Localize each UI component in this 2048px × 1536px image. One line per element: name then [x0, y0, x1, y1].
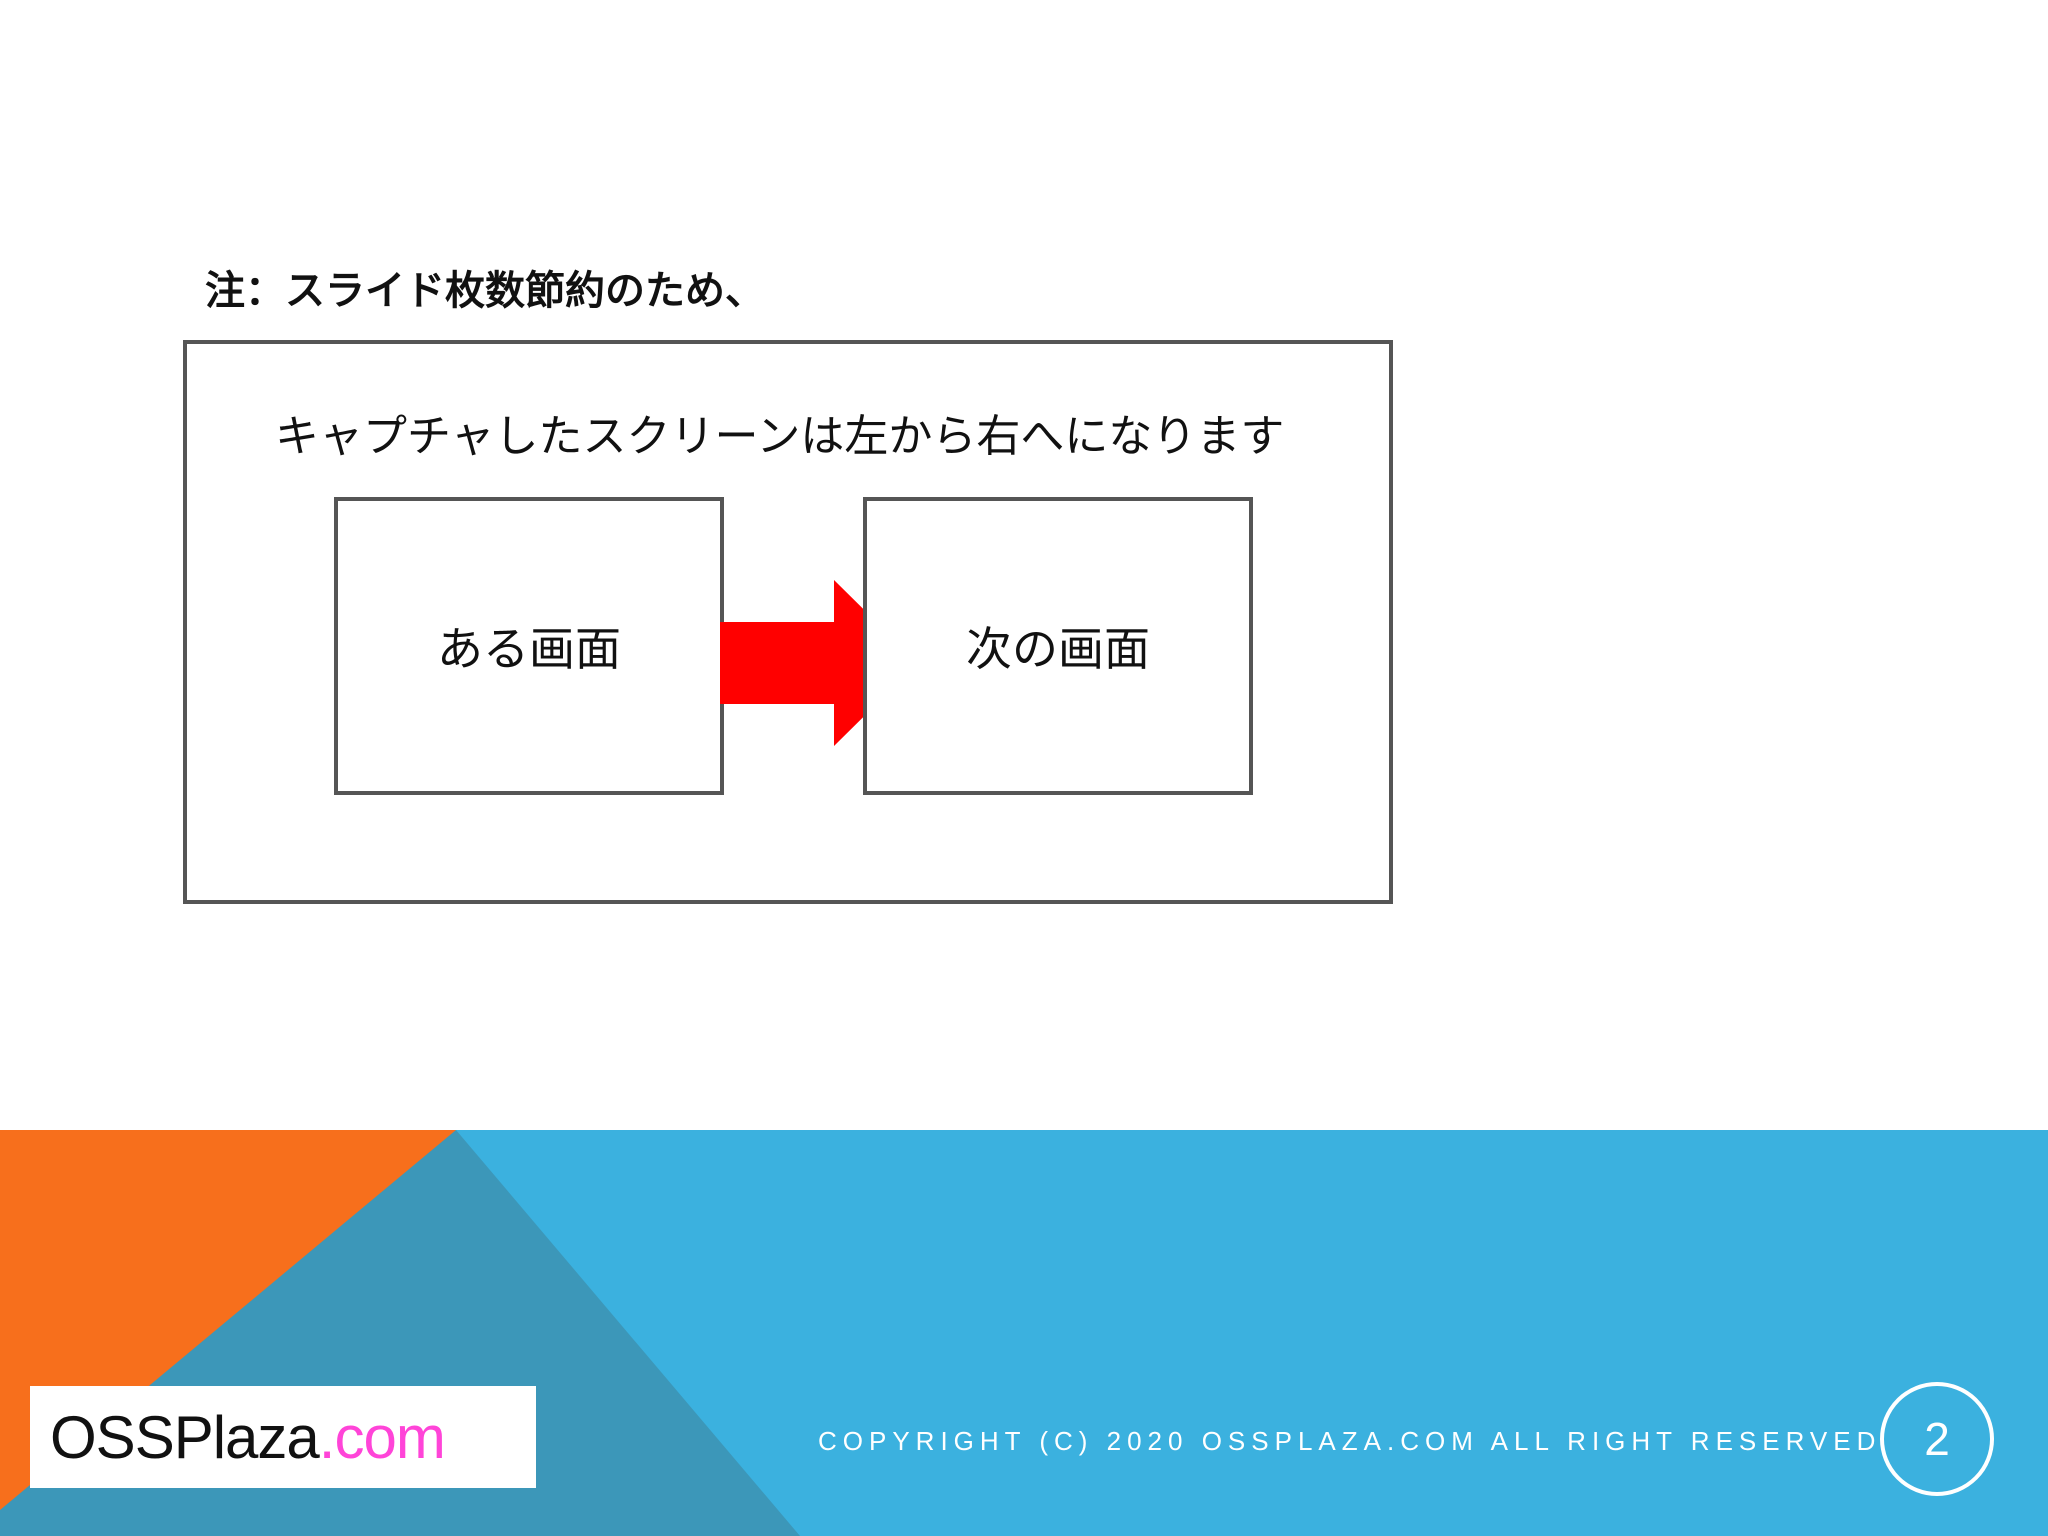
- ossplaza-logo: OSSPlaza.com: [30, 1386, 536, 1488]
- page-number-badge: 2: [1880, 1382, 1994, 1496]
- note-text: 注：スライド枚数節約のため、: [205, 268, 765, 314]
- screen-box-after: 次の画面: [863, 497, 1253, 795]
- copyright-text: COPYRIGHT (C) 2020 OSSPLAZA.COM ALL RIGH…: [818, 1426, 1882, 1456]
- instruction-text: キャプチャしたスクリーンは左から右へになります: [275, 411, 1285, 462]
- screen-box-before: ある画面: [334, 497, 724, 795]
- logo-text-main: OSSPlaza: [50, 1403, 320, 1471]
- logo-text-domain: .com: [318, 1403, 446, 1471]
- page-number: 2: [1924, 1413, 1950, 1465]
- explanation-frame: [183, 340, 1393, 904]
- screen-label-after: 次の画面: [966, 622, 1150, 676]
- screen-label-before: ある画面: [437, 622, 621, 676]
